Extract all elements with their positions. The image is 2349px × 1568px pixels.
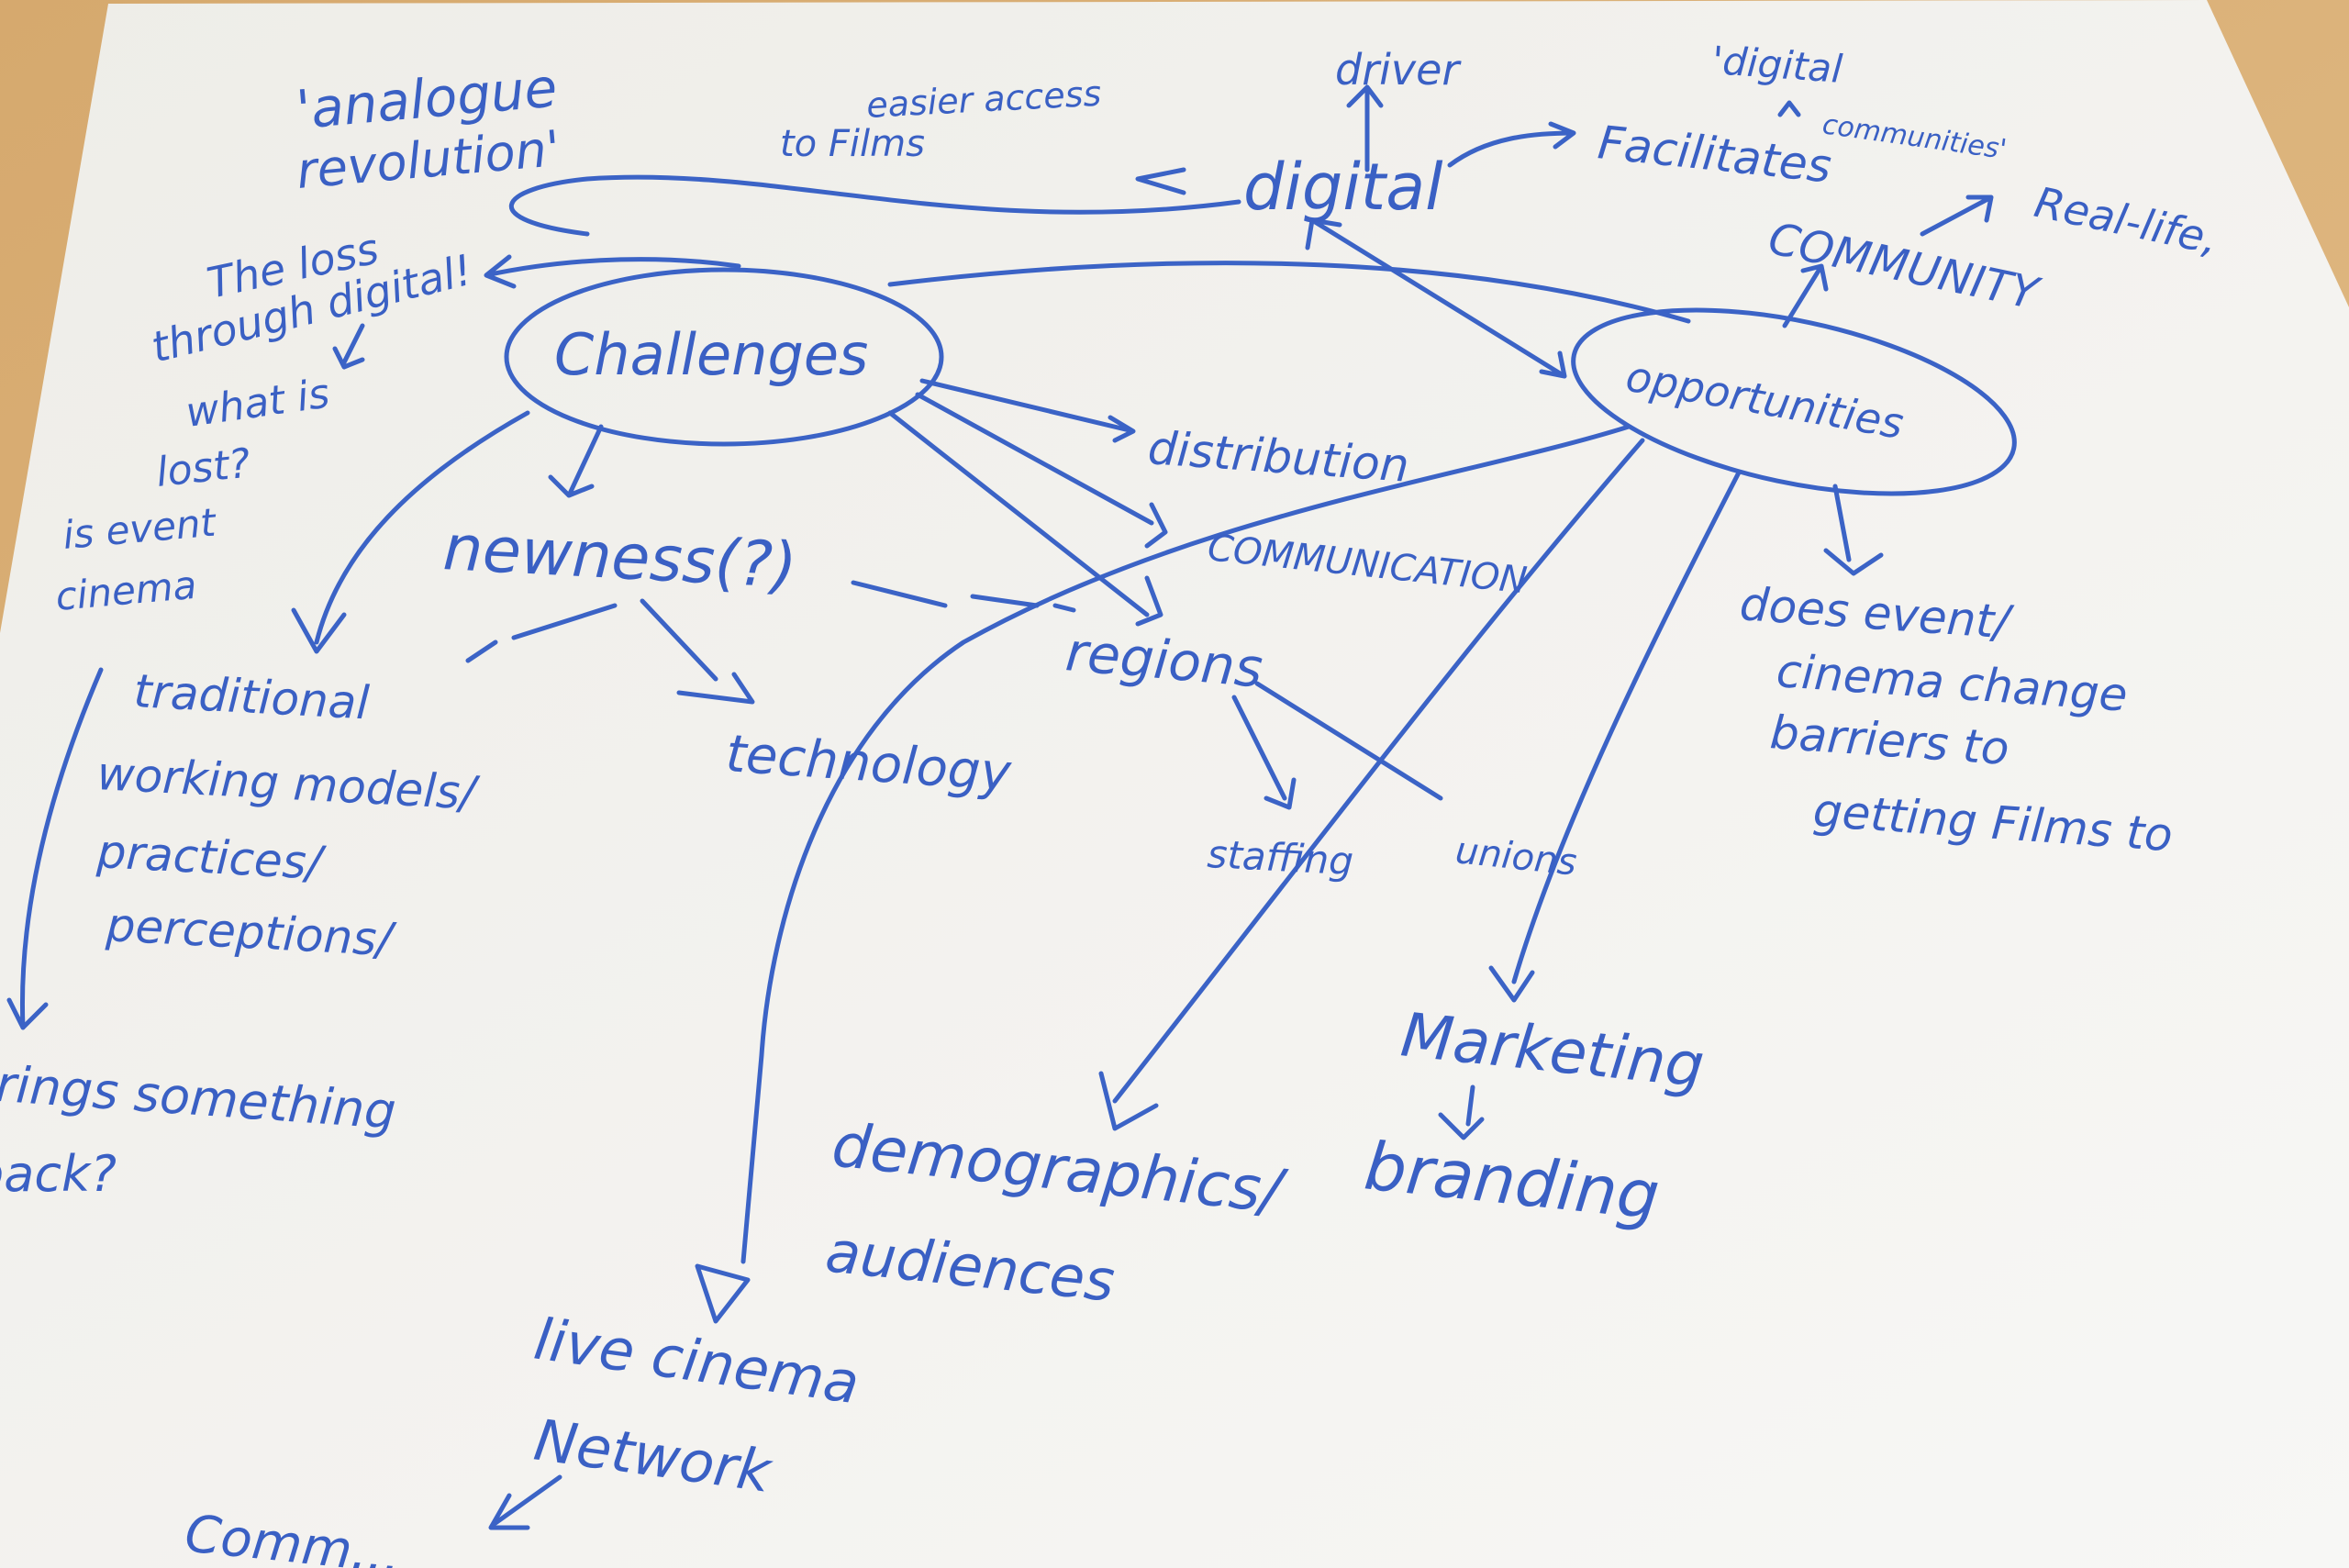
what-lost-line2: lost? bbox=[154, 439, 252, 495]
opportunities-ellipse bbox=[1571, 307, 2017, 496]
node-staffing: staffing bbox=[1206, 831, 1354, 884]
node-digital: digital bbox=[1243, 150, 1443, 225]
node-driver: driver bbox=[1335, 45, 1462, 95]
easier-access-line2: to Films bbox=[780, 123, 925, 165]
traditional-line3: practices/ bbox=[95, 825, 328, 890]
challenges-ellipse bbox=[504, 267, 944, 447]
connector-lines bbox=[6, 84, 1994, 1530]
traditional-line1: traditional bbox=[132, 664, 371, 729]
node-challenges: Challenges bbox=[554, 321, 868, 388]
brings-back-line2: back? bbox=[0, 1145, 117, 1203]
digital-communities-line1: 'digital bbox=[1710, 38, 1843, 92]
